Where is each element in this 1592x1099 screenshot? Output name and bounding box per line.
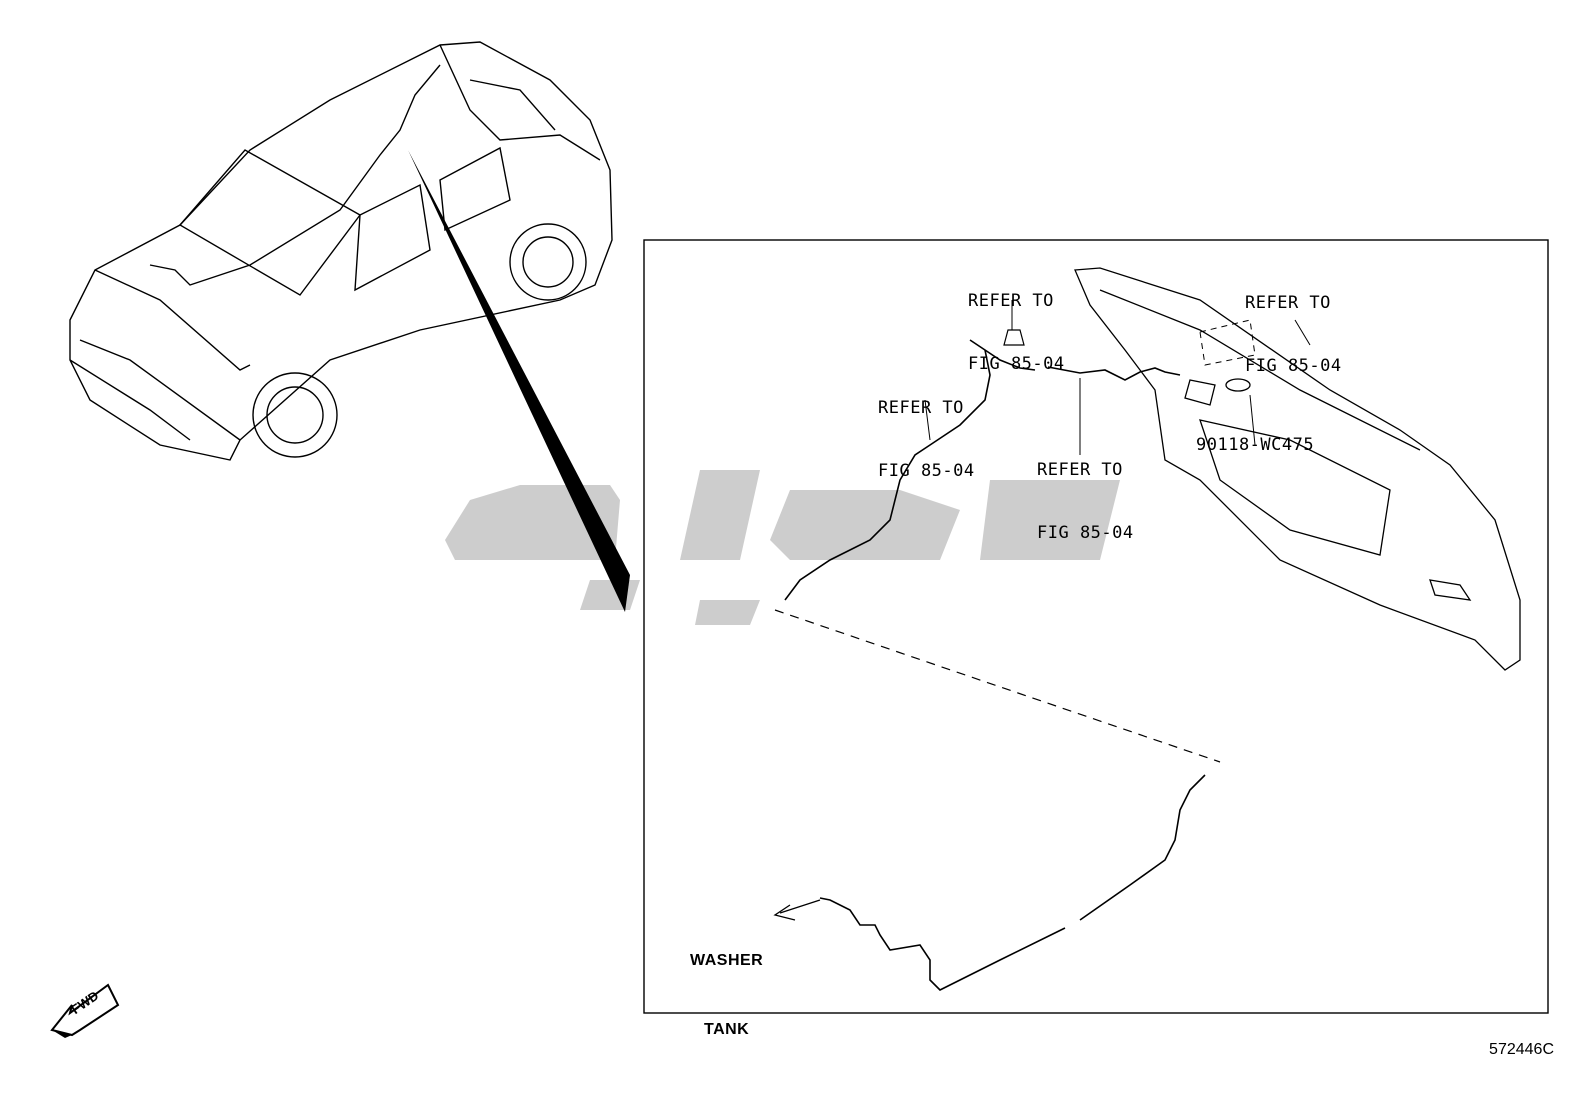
reference-dash-box [1199, 319, 1256, 366]
back-door-panel [1074, 267, 1521, 671]
nozzle-icon [1003, 329, 1025, 346]
detail-box [643, 239, 1549, 1014]
callout-refer-c: REFER TO FIG 85-04 [878, 356, 975, 503]
callout-line: REFER TO [968, 291, 1054, 311]
callout-line: REFER TO [878, 398, 964, 418]
callout-line: FIG 85-04 [1037, 523, 1134, 543]
callout-refer-d: REFER TO FIG 85-04 [1037, 418, 1134, 565]
part-number-label: 90118-WC475 [1196, 435, 1315, 455]
pointer-wedge [408, 150, 630, 612]
callout-line: FIG 85-04 [878, 461, 975, 481]
callout-line: TANK [703, 1021, 750, 1038]
callout-refer-a: REFER TO FIG 85-04 [968, 249, 1065, 396]
hose-connector-dashed [774, 609, 1221, 763]
callout-line: REFER TO [1245, 293, 1331, 313]
vehicle-outline [69, 41, 613, 461]
leader-lines [924, 300, 1311, 455]
callout-line: FIG 85-04 [1245, 356, 1342, 376]
watermark-logo [445, 470, 1120, 625]
washer-tank-arrow [773, 899, 821, 921]
callout-refer-b: REFER TO FIG 85-04 [1245, 251, 1342, 398]
figure-id: 572446C [1489, 1041, 1554, 1058]
callout-line: REFER TO [1037, 460, 1123, 480]
washer-tank-label: WASHER TANK [690, 903, 763, 1064]
callout-line: WASHER [690, 952, 764, 969]
callout-line: FIG 85-04 [968, 354, 1065, 374]
fwd-arrow-icon [50, 983, 120, 1038]
washer-hose [784, 339, 1206, 991]
